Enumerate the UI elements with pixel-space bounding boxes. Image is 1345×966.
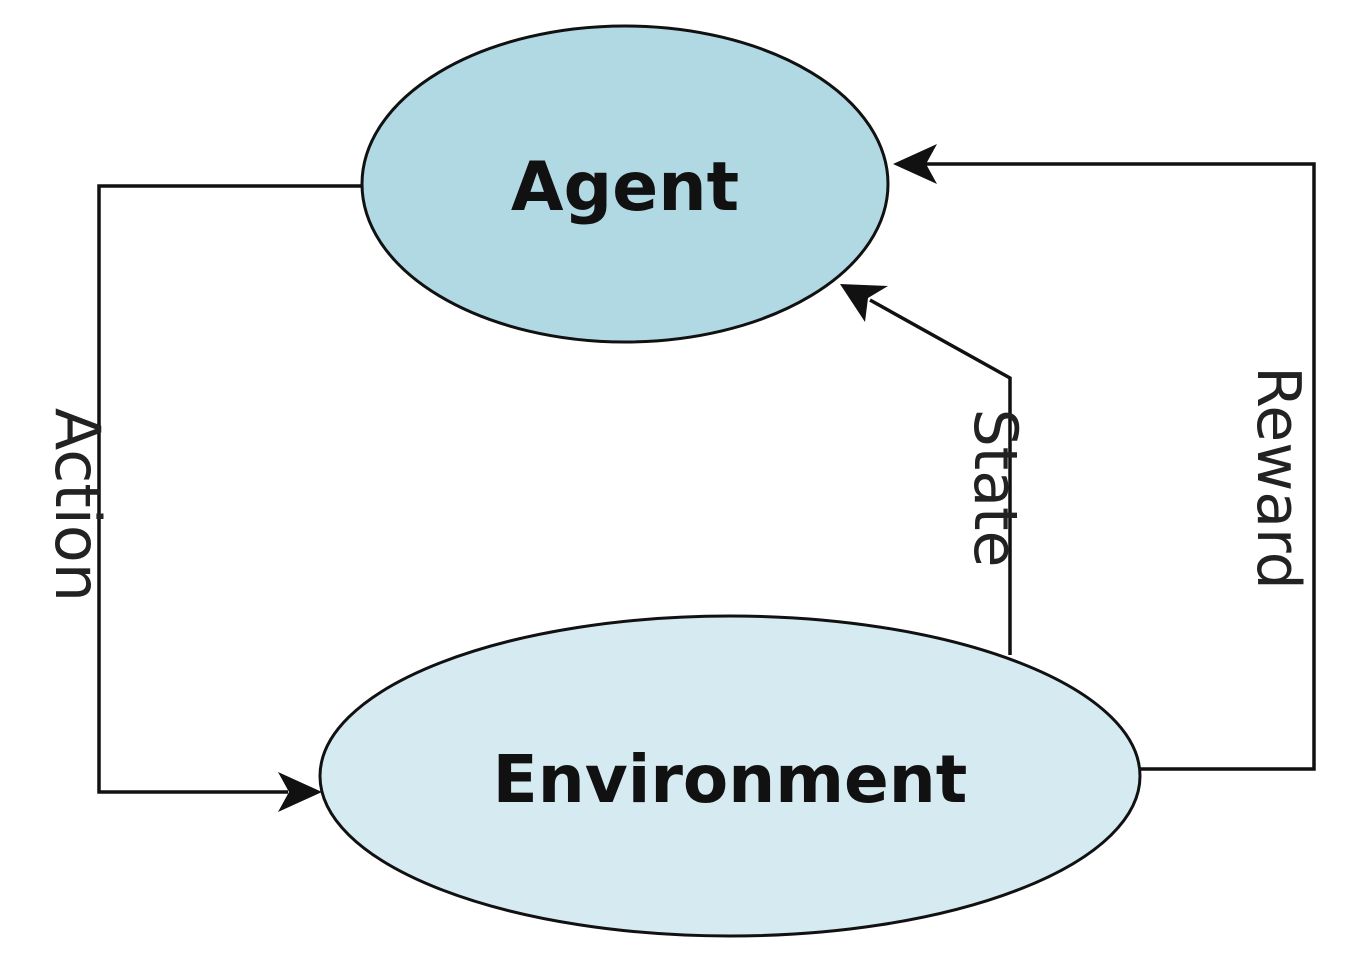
action-connector [97, 184, 362, 794]
action-edge [97, 184, 362, 812]
agent-ellipse [360, 24, 890, 344]
environment-node: Environment [318, 614, 1142, 938]
environment-label: Environment [493, 741, 968, 818]
action-label: Action [41, 408, 114, 602]
agent-label: Agent [511, 148, 739, 227]
reward-label: Reward [1243, 366, 1313, 589]
environment-ellipse [318, 614, 1142, 938]
state-arrowhead [840, 284, 888, 322]
state-edge [840, 284, 1012, 655]
reward-edge [893, 144, 1316, 771]
action-arrowhead [278, 772, 322, 812]
agent-node: Agent [360, 24, 890, 344]
state-connector [869, 298, 1012, 655]
reward-connector [925, 162, 1316, 771]
reward-arrowhead [893, 144, 937, 184]
state-label: State [960, 409, 1030, 568]
